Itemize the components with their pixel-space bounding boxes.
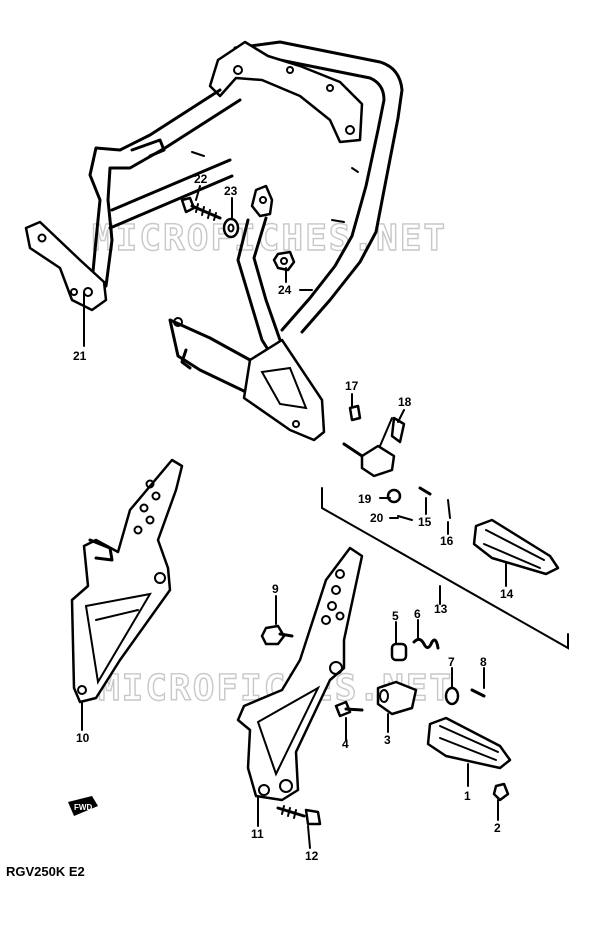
callout-4: 4: [342, 737, 349, 751]
callout-24: 24: [278, 283, 292, 297]
callout-22: 22: [194, 172, 208, 186]
footpeg-part-14: [472, 518, 560, 576]
pivot-assembly-part-17-18: [342, 404, 451, 521]
bolt-part-12: [276, 805, 322, 826]
leader-lines: [81, 185, 507, 849]
assembly-bracket-13: [321, 487, 569, 650]
callout-1: 1: [464, 789, 471, 803]
pin-part-8: [470, 688, 486, 698]
callout-10: 10: [76, 731, 90, 745]
callout-8: 8: [480, 655, 487, 669]
callout-23: 23: [224, 184, 238, 198]
callout-9: 9: [272, 582, 279, 596]
spacer-part-5: [390, 642, 408, 662]
nut-part-24: [272, 250, 296, 272]
rear-frame-part-21: [24, 40, 404, 442]
callout-21: 21: [73, 349, 87, 363]
diagram-code: RGV250K E2: [6, 864, 85, 879]
callout-18: 18: [398, 395, 412, 409]
callout-7: 7: [448, 655, 455, 669]
bolt-part-9: [260, 624, 294, 646]
callout-14: 14: [500, 587, 514, 601]
washer-part-7: [444, 686, 460, 706]
callout-6: 6: [414, 607, 421, 621]
pivot-part-3: [376, 680, 418, 716]
callout-15: 15: [418, 515, 432, 529]
callout-12: 12: [305, 849, 319, 863]
pin-part-4: [334, 700, 364, 718]
callout-13: 13: [434, 602, 448, 616]
footpeg-part-1: [426, 716, 512, 802]
callout-17: 17: [345, 379, 359, 393]
callout-2: 2: [494, 821, 501, 835]
front-direction-marker: FWD: [68, 796, 98, 816]
right-footrest-bracket-part-11: [236, 546, 364, 802]
watermark-top: MICROFICHES.NET: [92, 218, 447, 259]
bolt-part-22: [180, 196, 222, 221]
callout-11: 11: [251, 827, 264, 841]
washer-part-23: [222, 217, 240, 239]
front-marker-text: FWD: [74, 803, 92, 812]
callout-3: 3: [384, 733, 391, 747]
callout-20: 20: [370, 511, 384, 525]
callout-16: 16: [440, 534, 454, 548]
callout-5: 5: [392, 609, 399, 623]
callout-19: 19: [358, 492, 372, 506]
left-footrest-bracket-part-10: [70, 458, 184, 704]
spring-part-6: [412, 637, 440, 650]
